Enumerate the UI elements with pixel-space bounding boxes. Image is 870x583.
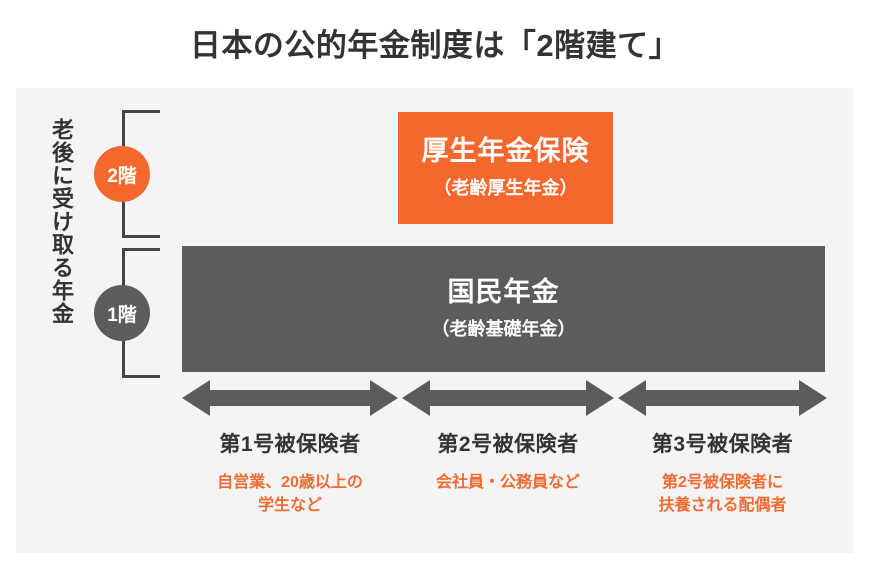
category-1-desc-line-2: 学生など bbox=[257, 497, 322, 515]
badge-floor-2: 2階 bbox=[94, 146, 150, 202]
page-title: 日本の公的年金制度は「2階建て」 bbox=[189, 28, 681, 63]
double-arrow-category-3 bbox=[618, 378, 827, 418]
category-3-desc-line-2: 扶養される配偶者 bbox=[658, 497, 787, 515]
arrow-row bbox=[182, 378, 827, 418]
category-column-2: 第2号被保険者 会社員・公務員など bbox=[402, 428, 614, 494]
tier2-sub-label: （老齢厚生年金） bbox=[433, 177, 578, 198]
category-column-3: 第3号被保険者 第2号被保険者に 扶養される配偶者 bbox=[618, 428, 827, 517]
tier2-main-label: 厚生年金保険 bbox=[421, 136, 590, 167]
category-2-description: 会社員・公務員など bbox=[402, 471, 614, 494]
vertical-axis-caption: 老後に受け取る年金 bbox=[49, 118, 74, 325]
category-1-title: 第1号被保険者 bbox=[219, 433, 361, 456]
category-1-desc-line-1: 自営業、20歳以上の bbox=[217, 474, 363, 491]
double-arrow-category-2 bbox=[402, 378, 614, 418]
category-2-title: 第2号被保険者 bbox=[437, 433, 579, 456]
badge-floor-1: 1階 bbox=[94, 285, 150, 341]
double-arrow-category-1 bbox=[182, 378, 398, 418]
category-3-description: 第2号被保険者に 扶養される配偶者 bbox=[618, 471, 827, 517]
tier1-sub-label: （老齢基礎年金） bbox=[431, 318, 576, 339]
tier2-kousei-nenkin-box: 厚生年金保険 （老齢厚生年金） bbox=[398, 112, 613, 224]
category-1-description: 自営業、20歳以上の 学生など bbox=[182, 471, 398, 517]
category-column-1: 第1号被保険者 自営業、20歳以上の 学生など bbox=[182, 428, 398, 517]
category-3-title: 第3号被保険者 bbox=[651, 433, 794, 456]
category-3-desc-line-1: 第2号被保険者に bbox=[662, 474, 783, 491]
tier1-main-label: 国民年金 bbox=[447, 277, 560, 308]
category-2-desc-line-1: 会社員・公務員など bbox=[435, 474, 580, 491]
tier1-kokumin-nenkin-box: 国民年金 （老齢基礎年金） bbox=[182, 246, 825, 372]
